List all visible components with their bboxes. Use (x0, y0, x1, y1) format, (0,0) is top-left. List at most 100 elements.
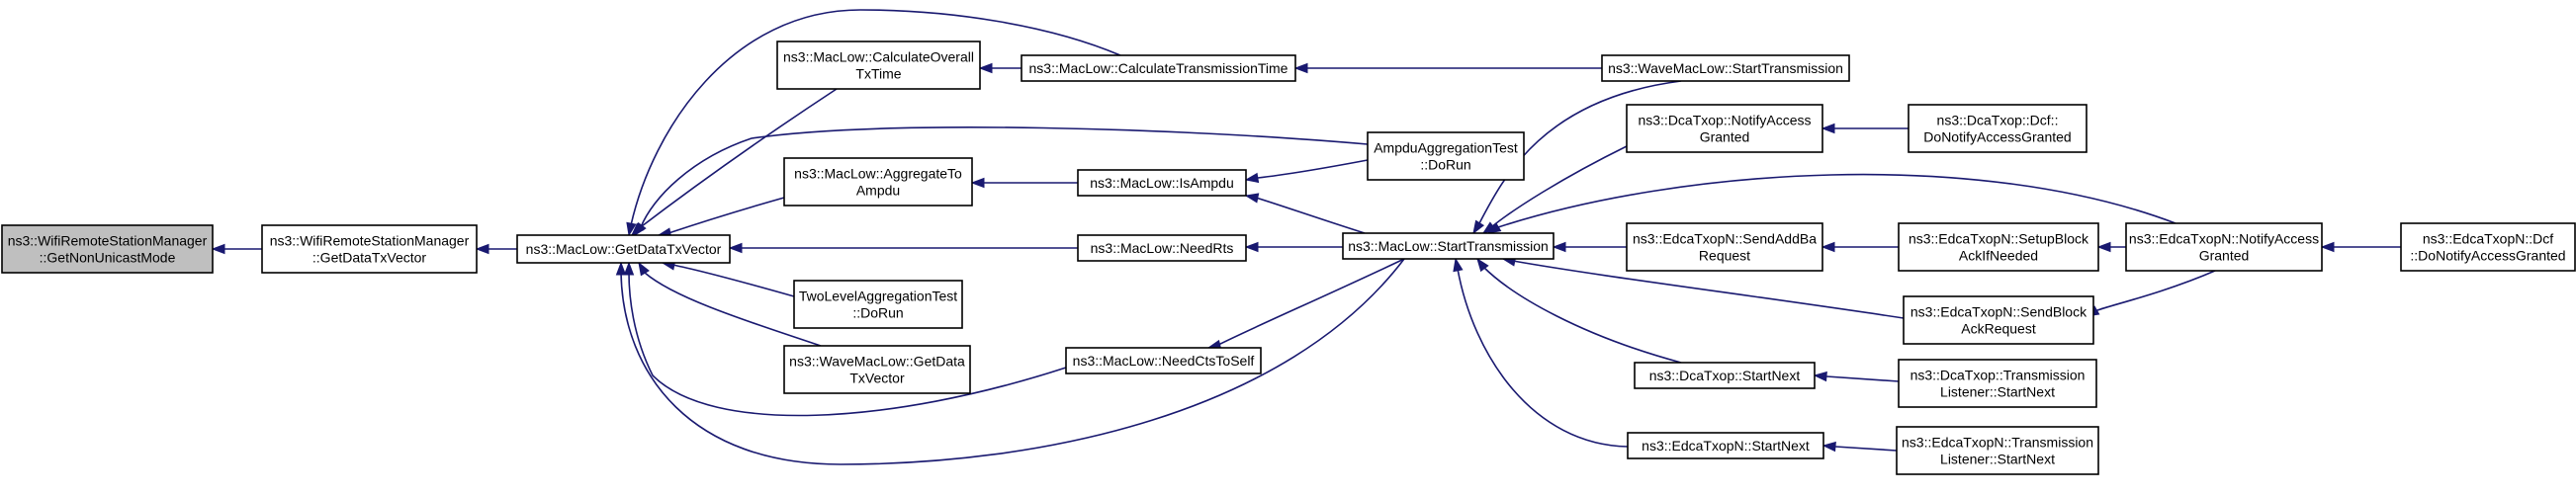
node-box[interactable] (1898, 222, 2099, 272)
node-box[interactable] (1021, 54, 1296, 82)
edge-line (662, 262, 795, 297)
edge-n24-n23 (2320, 241, 2401, 253)
edge-n12-n2 (615, 258, 1405, 465)
node-label: ns3::MacLow::GetDataTxVector (526, 241, 722, 257)
node-n7[interactable]: ns3::MacLow::CalculateTransmissionTime (1021, 54, 1296, 82)
edge-n23-n19 (2096, 241, 2126, 253)
edge-line (658, 197, 785, 236)
node-n21[interactable]: ns3::DcaTxop::TransmissionListener::Star… (1898, 359, 2097, 408)
edge-n12-n9 (1244, 241, 1343, 253)
arrowhead-icon (1821, 241, 1835, 253)
edge-n23-n12 (1486, 173, 2176, 234)
node-box[interactable] (783, 157, 973, 207)
node-box[interactable] (261, 224, 478, 274)
node-label: Listener::StartNext (1940, 384, 2055, 400)
node-label: DoNotifyAccessGranted (1923, 129, 2071, 145)
edge-n21-n16 (1813, 371, 1900, 382)
node-box[interactable] (793, 280, 963, 329)
arrowhead-icon (1472, 219, 1485, 235)
node-label: ns3::WaveMacLow::StartTransmission (1608, 60, 1843, 76)
node-box[interactable] (1626, 222, 1823, 272)
arrowhead-icon (1813, 371, 1827, 382)
node-n14[interactable]: ns3::DcaTxop::NotifyAccessGranted (1626, 104, 1823, 153)
node-n0[interactable]: ns3::WifiRemoteStationManager::GetNonUni… (1, 224, 214, 274)
node-n16[interactable]: ns3::DcaTxop::StartNext (1634, 362, 1816, 389)
node-n1[interactable]: ns3::WifiRemoteStationManager::GetDataTx… (261, 224, 478, 274)
node-n17[interactable]: ns3::EdcaTxopN::StartNext (1627, 432, 1824, 459)
node-n23[interactable]: ns3::EdcaTxopN::NotifyAccessGranted (2125, 222, 2323, 272)
node-label: ns3::MacLow::StartTransmission (1348, 238, 1549, 254)
edge-n11-n2 (634, 126, 1369, 237)
arrowhead-icon (634, 221, 647, 237)
node-box[interactable] (2125, 222, 2323, 272)
node-box[interactable] (1367, 131, 1525, 181)
node-n24[interactable]: ns3::EdcaTxopN::Dcf::DoNotifyAccessGrant… (2400, 222, 2576, 272)
node-box[interactable] (1896, 426, 2099, 475)
node-label: ns3::EdcaTxopN::StartNext (1642, 438, 1810, 454)
edge-n5-n2 (661, 260, 795, 297)
node-box[interactable] (2400, 222, 2576, 272)
node-n11[interactable]: AmpduAggregationTest::DoRun (1367, 131, 1525, 181)
arrowhead-icon (1821, 123, 1835, 134)
node-label: TwoLevelAggregationTest (799, 289, 957, 304)
node-label: ns3::MacLow::NeedCtsToSelf (1073, 353, 1255, 369)
node-box[interactable] (1077, 234, 1247, 262)
node-n8[interactable]: ns3::MacLow::IsAmpdu (1077, 169, 1247, 197)
node-label: ::GetDataTxVector (312, 250, 426, 266)
node-n6[interactable]: ns3::WaveMacLow::GetDataTxVector (783, 345, 971, 394)
node-box[interactable] (1077, 169, 1247, 197)
edge-line (1245, 159, 1369, 181)
node-n10[interactable]: ns3::MacLow::NeedCtsToSelf (1065, 347, 1262, 374)
node-label: Granted (1700, 129, 1750, 145)
arrowhead-icon (1244, 193, 1260, 204)
node-n18[interactable]: ns3::DcaTxop::Dcf::DoNotifyAccessGranted (1908, 104, 2087, 153)
node-box[interactable] (1634, 362, 1816, 389)
node-label: TxTime (855, 66, 901, 82)
node-n5[interactable]: TwoLevelAggregationTest::DoRun (793, 280, 963, 329)
edge-n16-n12 (1476, 257, 1682, 364)
edge-n6-n2 (638, 261, 822, 347)
node-label: Listener::StartNext (1940, 452, 2055, 467)
arrowhead-icon (1293, 62, 1308, 74)
node-box[interactable] (1627, 432, 1824, 459)
node-label: ns3::DcaTxop::Transmission (1910, 368, 2086, 383)
node-label: ns3::MacLow::NeedRts (1091, 240, 1234, 256)
node-box[interactable] (1908, 104, 2087, 153)
root-node-box[interactable] (1, 224, 214, 274)
node-label: Ampdu (856, 183, 900, 199)
node-box[interactable] (1065, 347, 1262, 374)
edge-n22-n17 (1821, 441, 1898, 453)
edge-n12-n10 (1206, 258, 1405, 351)
node-label: ns3::DcaTxop::NotifyAccess (1638, 113, 1811, 128)
arrowhead-icon (970, 177, 985, 189)
node-label: ns3::EdcaTxopN::SendBlock (1910, 304, 2087, 320)
node-box[interactable] (1601, 54, 1850, 82)
edge-n4-n2 (657, 197, 785, 238)
node-n9[interactable]: ns3::MacLow::NeedRts (1077, 234, 1247, 262)
node-box[interactable] (1898, 359, 2097, 408)
node-n22[interactable]: ns3::EdcaTxopN::TransmissionListener::St… (1896, 426, 2099, 475)
node-box[interactable] (516, 234, 731, 264)
node-box[interactable] (1342, 232, 1554, 260)
node-n12[interactable]: ns3::MacLow::StartTransmission (1342, 232, 1554, 260)
edge-n7-n2 (626, 9, 1121, 237)
arrowhead-icon (623, 261, 635, 276)
node-box[interactable] (1903, 295, 2094, 345)
node-box[interactable] (776, 41, 981, 90)
node-n2[interactable]: ns3::MacLow::GetDataTxVector (516, 234, 731, 264)
node-box[interactable] (1626, 104, 1823, 153)
node-n13[interactable]: ns3::WaveMacLow::StartTransmission (1601, 54, 1850, 82)
node-box[interactable] (783, 345, 971, 394)
arrowhead-icon (1821, 441, 1836, 453)
arrowhead-icon (978, 62, 993, 74)
arrowhead-icon (1476, 257, 1489, 273)
node-label: ns3::MacLow::AggregateTo (794, 166, 962, 182)
node-label: ns3::EdcaTxopN::SendAddBa (1633, 231, 1817, 247)
edge-n11-n8 (1244, 159, 1369, 184)
edge-line (1502, 258, 1905, 319)
